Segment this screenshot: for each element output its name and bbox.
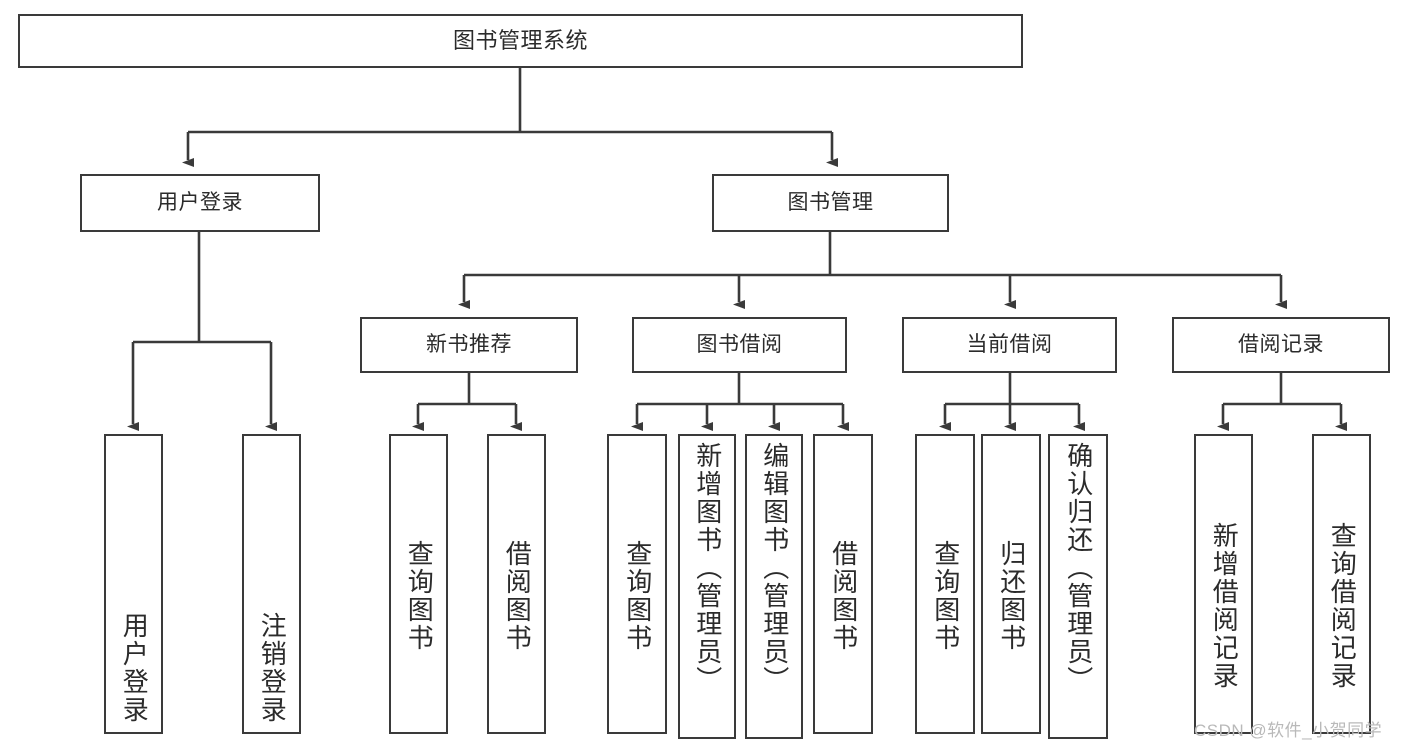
node-label: 图书管理 — [787, 190, 874, 214]
csdn-watermark: CSDN @软件_小贺同学 — [1194, 721, 1383, 740]
leaf-logout[interactable]: 注销登录 — [242, 434, 301, 734]
leaf-confirm-return-admin[interactable]: 确认归还（管理员） — [1048, 434, 1108, 739]
leaf-query-book-current[interactable]: 查询图书 — [915, 434, 975, 734]
node-label: 当前借阅 — [966, 332, 1053, 356]
node-label: 用户登录 — [157, 190, 243, 214]
leaf-query-borrow-record[interactable]: 查询借阅记录 — [1312, 434, 1371, 734]
leaf-borrow-book[interactable]: 借阅图书 — [813, 434, 873, 734]
node-book-borrow[interactable]: 图书借阅 — [632, 317, 847, 373]
node-label: 归还图书 — [996, 540, 1027, 652]
node-label: 借阅图书 — [502, 540, 533, 652]
node-label: 图书管理系统 — [452, 28, 588, 54]
node-label: 查询借阅记录 — [1327, 522, 1358, 690]
node-label: 借阅记录 — [1238, 332, 1324, 356]
leaf-query-book-new[interactable]: 查询图书 — [389, 434, 448, 734]
node-new-book-recommend[interactable]: 新书推荐 — [360, 317, 578, 373]
node-current-borrow[interactable]: 当前借阅 — [902, 317, 1117, 373]
leaf-borrow-book-new[interactable]: 借阅图书 — [487, 434, 546, 734]
leaf-return-book[interactable]: 归还图书 — [981, 434, 1041, 734]
leaf-edit-book-admin[interactable]: 编辑图书（管理员） — [745, 434, 803, 739]
node-label: 查询图书 — [622, 540, 653, 652]
node-label: 编辑图书（管理员） — [759, 442, 790, 694]
node-label: 借阅图书 — [828, 540, 859, 652]
leaf-add-book-admin[interactable]: 新增图书（管理员） — [678, 434, 736, 739]
node-label: 注销登录 — [257, 612, 288, 724]
node-label: 确认归还（管理员） — [1063, 442, 1094, 694]
leaf-user-login[interactable]: 用户登录 — [104, 434, 163, 734]
node-label: 查询图书 — [404, 540, 435, 652]
node-root-system[interactable]: 图书管理系统 — [18, 14, 1023, 68]
node-label: 新增借阅记录 — [1209, 522, 1240, 690]
node-label: 用户登录 — [119, 612, 150, 724]
node-label: 新书推荐 — [426, 332, 512, 356]
node-label: 新增图书（管理员） — [692, 442, 723, 694]
leaf-query-book-borrow[interactable]: 查询图书 — [607, 434, 667, 734]
node-book-management[interactable]: 图书管理 — [712, 174, 949, 232]
leaf-add-borrow-record[interactable]: 新增借阅记录 — [1194, 434, 1253, 734]
node-label: 图书借阅 — [696, 332, 783, 356]
node-label: 查询图书 — [930, 540, 961, 652]
node-user-login[interactable]: 用户登录 — [80, 174, 320, 232]
node-borrow-records[interactable]: 借阅记录 — [1172, 317, 1390, 373]
